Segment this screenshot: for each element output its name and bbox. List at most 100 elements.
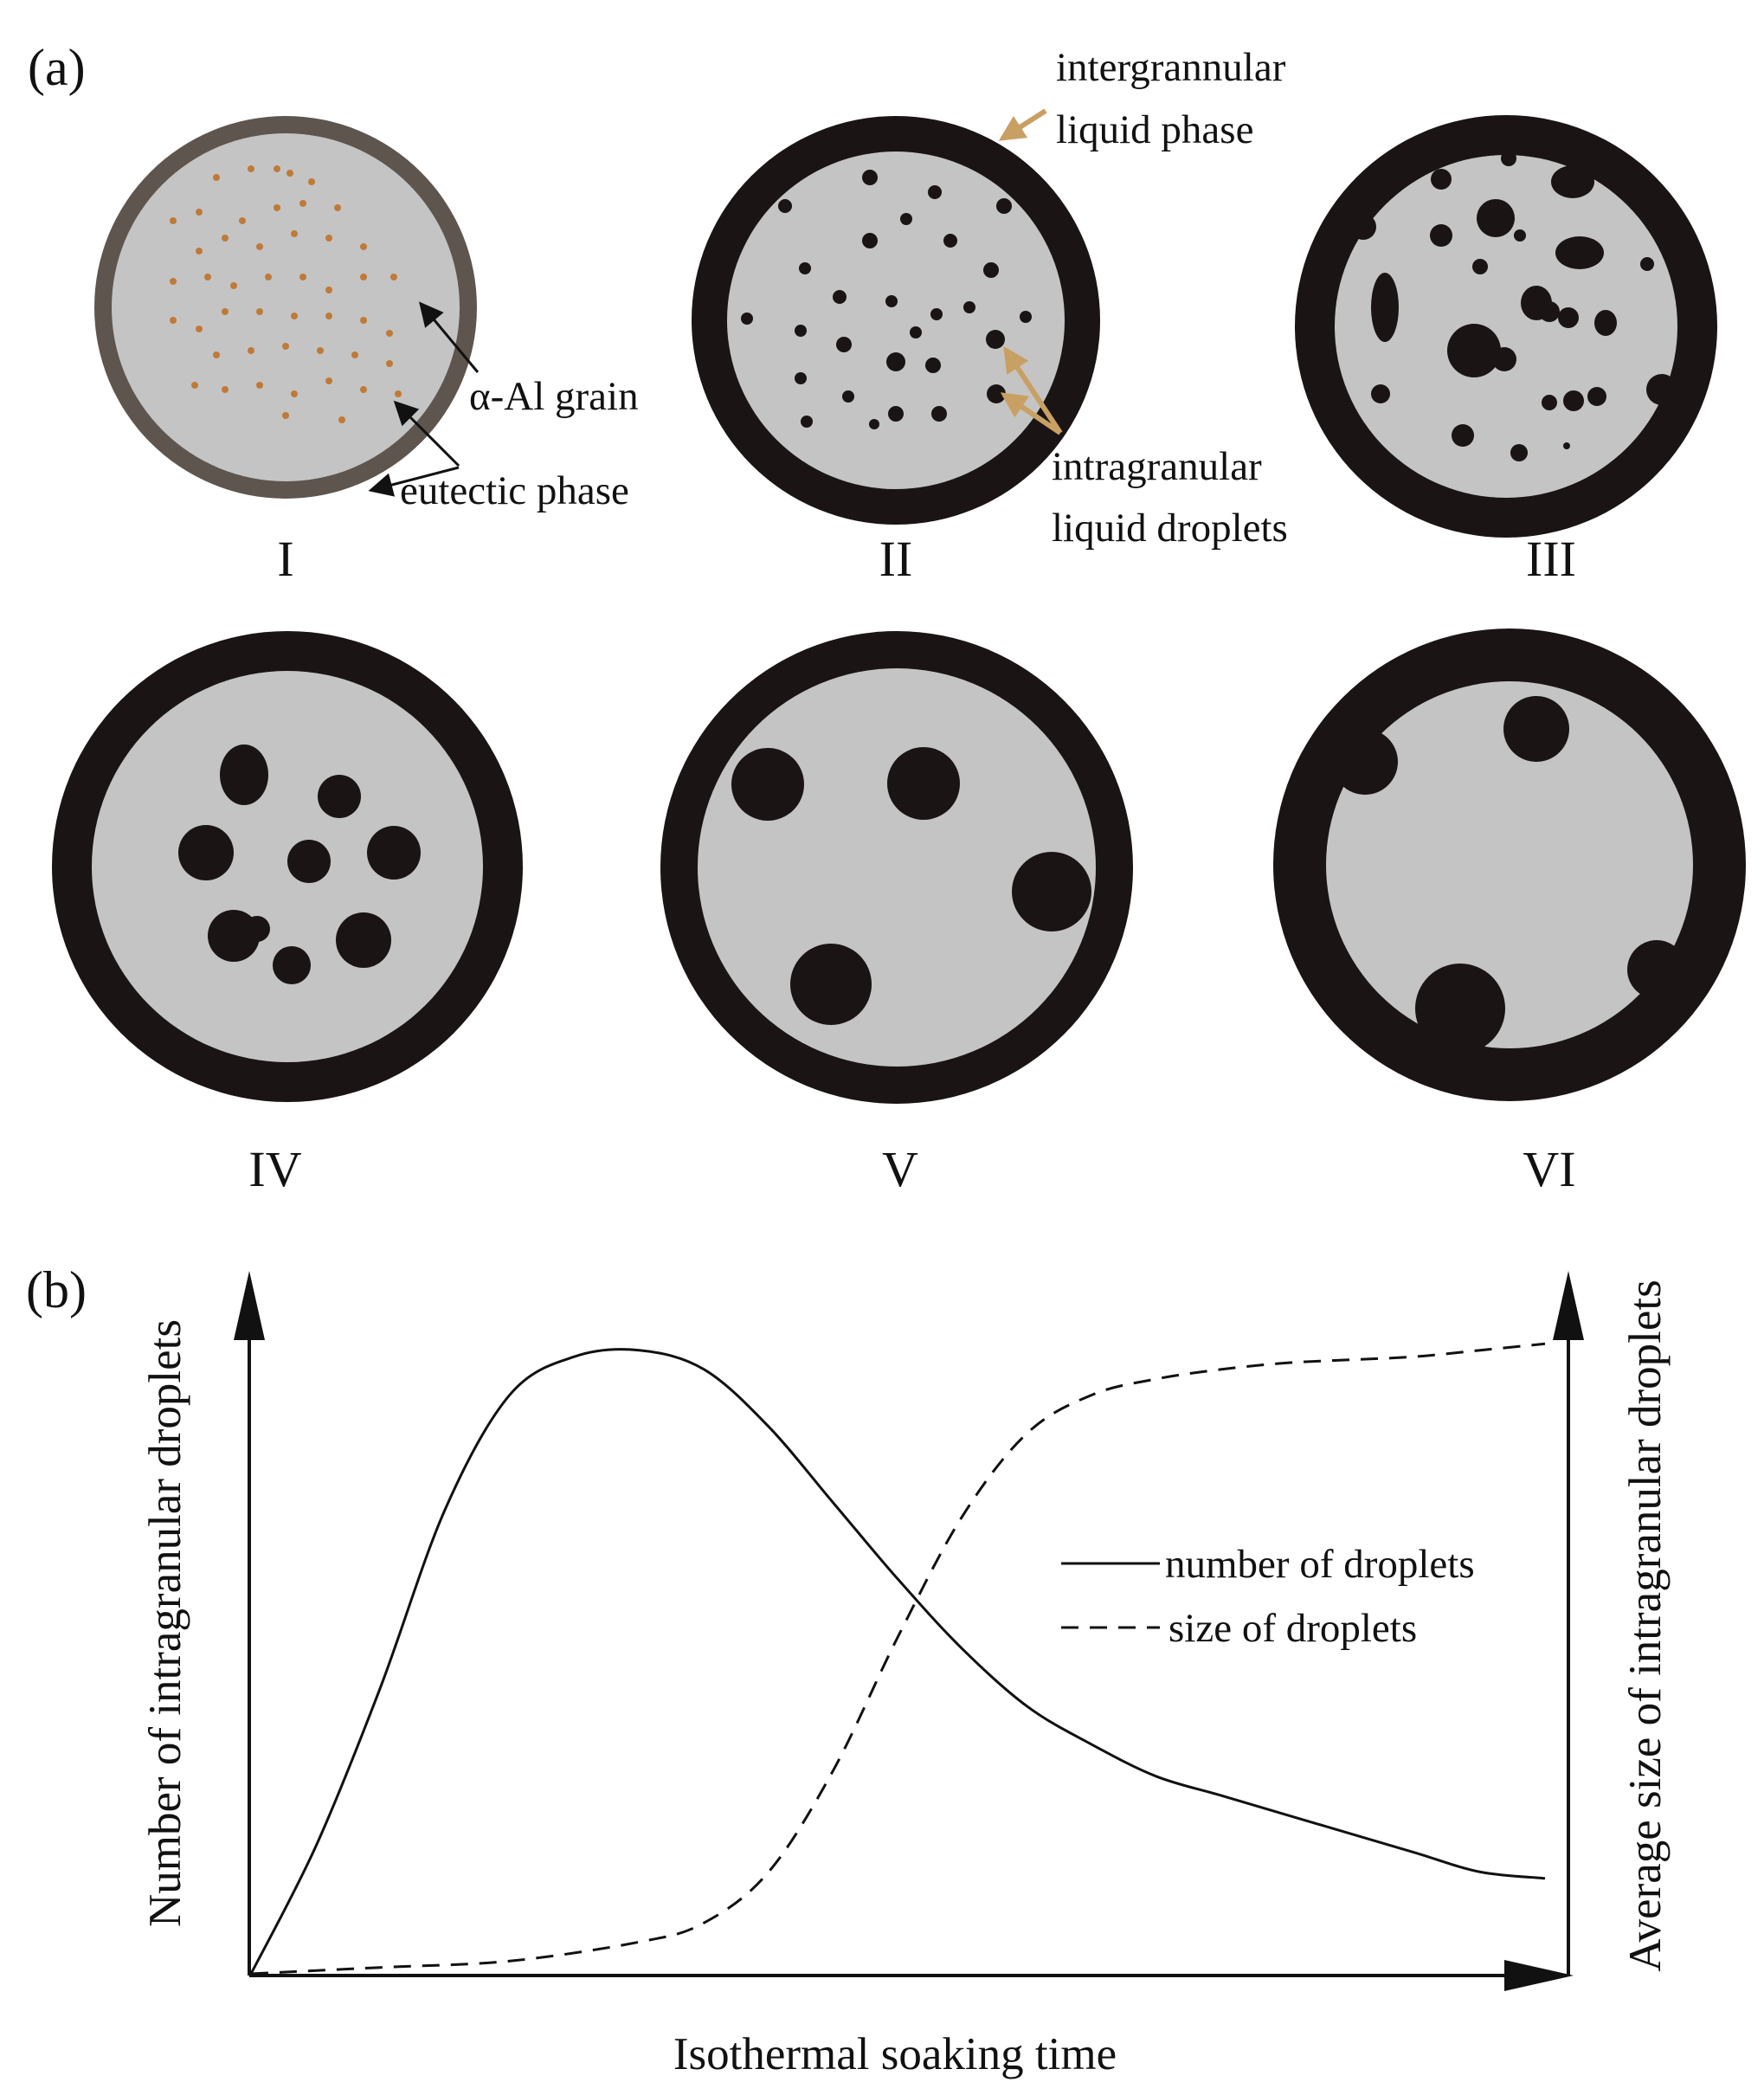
intergranular-label-line1: intergrannular [1056,45,1286,90]
eutectic-dot [191,382,198,389]
droplet [1447,324,1501,377]
eutectic-arrow-1 [393,400,460,467]
droplet [795,325,807,337]
intragranular-droplets-5 [731,747,1091,1025]
legend-solid-label: number of droplets [1165,1542,1475,1587]
x-axis [249,1974,1522,1977]
eutectic-dot [338,416,345,423]
droplet [1371,273,1399,342]
x-axis-arrowhead [1504,1960,1574,1991]
eutectic-arrow-2 [368,466,460,497]
droplet [801,416,813,428]
boundary-droplet [1646,374,1677,405]
droplet [888,406,904,422]
droplet [220,744,268,805]
eutectic-dot [317,347,324,354]
intragranular-label-line2: liquid droplets [1052,506,1288,551]
eutectic-dot [334,204,341,211]
eutectic-dot [170,317,177,324]
droplet [836,337,852,352]
droplet [1492,347,1516,371]
droplet [986,330,1005,349]
eutectic-dot [360,317,367,324]
intragranular-label-line1: intragranular [1052,444,1262,489]
intergranular-arrow [998,108,1047,141]
stage-4-grain [52,631,523,1102]
droplet [1555,236,1604,269]
intragranular-droplets-6 [1332,696,1686,1054]
y-axis-left [248,1329,251,1976]
droplet [1627,940,1686,999]
chart-series [249,1342,1546,1976]
size-of-droplets-line [250,1342,1546,1976]
droplet [862,233,878,248]
eutectic-dot [204,274,211,280]
droplet [1477,199,1515,237]
droplet [1551,165,1594,198]
droplet [910,326,922,338]
droplet [1452,424,1474,447]
stage-label-4: IV [248,1141,301,1197]
droplet [1472,259,1488,274]
alpha-al-label: α-Al grain [469,374,639,419]
droplet [790,944,872,1025]
eutectic-dot [256,243,263,250]
droplet [367,826,421,880]
droplet [799,262,811,274]
droplet [833,290,847,304]
droplet [943,234,957,248]
droplet [1503,696,1569,762]
eutectic-dot [170,278,177,285]
y-axis-left-arrowhead [234,1271,265,1340]
eutectic-dot [248,165,254,172]
droplet [244,916,270,942]
droplet [1514,229,1526,242]
y-axis-right-arrowhead [1553,1271,1584,1340]
legend: number of droplets size of droplets [1061,1542,1475,1651]
y-axis-right [1567,1329,1570,1976]
eutectic-dot [308,178,315,185]
droplet [869,419,879,429]
droplet [931,406,947,422]
eutectic-dot [170,217,177,224]
eutectic-dot [274,165,280,172]
droplet [1563,390,1584,411]
eutectic-dot [360,243,367,250]
stage-6-grain [1273,628,1746,1101]
panel-b-label: (b) [26,1261,87,1318]
droplet [1587,387,1606,406]
droplet [1415,964,1505,1054]
droplet [1558,307,1579,328]
droplet [1563,442,1570,449]
droplet [273,946,311,984]
intragranular-droplets-4 [178,744,421,984]
eutectic-dot [222,386,229,393]
eutectic-dot [282,412,289,419]
intragranular-droplets-2 [741,170,1032,429]
stage-label-6: VI [1523,1141,1575,1197]
eutectic-dot [248,347,254,354]
droplet [741,313,753,325]
droplet [1371,384,1390,403]
eutectic-dot [395,390,402,397]
eutectic-dots [170,165,402,423]
y-axis-label-right: Average size of intragranular droplets [1620,1279,1671,1972]
eutectic-dot [325,235,332,242]
droplet [886,352,905,371]
droplet [996,198,1012,214]
droplet [287,840,331,883]
legend-dashed-label: size of droplets [1168,1606,1417,1651]
eutectic-dot [256,308,263,315]
eutectic-dot [351,351,358,358]
droplet [925,358,941,373]
droplet [885,295,898,307]
droplet [795,372,807,384]
intergranular-label-line2: liquid phase [1056,107,1253,152]
droplet [983,262,999,278]
droplet [1020,311,1032,323]
eutectic-dot [325,377,332,384]
droplet [930,308,943,320]
eutectic-dot [256,382,263,389]
eutectic-dot [286,170,293,177]
eutectic-dot [386,330,393,337]
